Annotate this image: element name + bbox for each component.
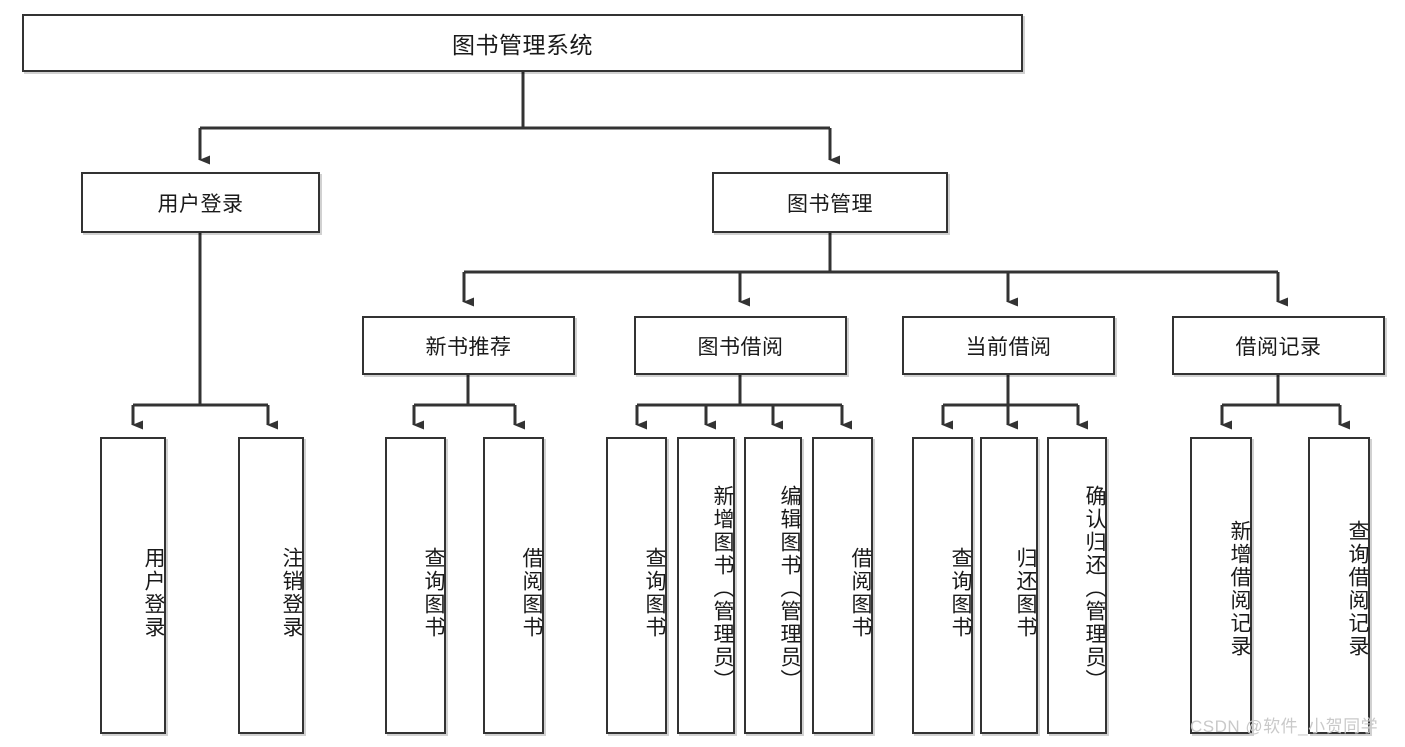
- node-label: 用户登录: [157, 192, 244, 216]
- node-label: 借阅记录: [1235, 335, 1322, 359]
- leaf-borrow-edit-book-admin[interactable]: 编辑图书（管理员）: [744, 437, 802, 734]
- node-new-book-recommend[interactable]: 新书推荐: [362, 316, 575, 375]
- node-label: 借阅图书: [849, 546, 872, 639]
- node-book-management[interactable]: 图书管理: [712, 172, 948, 233]
- leaf-borrow-query-book[interactable]: 查询图书: [606, 437, 667, 734]
- node-root-library-system[interactable]: 图书管理系统: [22, 14, 1023, 72]
- leaf-borrow-add-book-admin[interactable]: 新增图书（管理员）: [677, 437, 735, 734]
- leaf-user-login[interactable]: 用户登录: [100, 437, 166, 734]
- node-label: 图书借阅: [697, 335, 784, 359]
- node-label: 确认归还（管理员）: [1083, 485, 1106, 692]
- leaf-current-return-book[interactable]: 归还图书: [980, 437, 1038, 734]
- node-borrow-record[interactable]: 借阅记录: [1172, 316, 1385, 375]
- node-label: 查询借阅记录: [1346, 519, 1369, 658]
- leaf-recommend-borrow-book[interactable]: 借阅图书: [483, 437, 544, 734]
- node-label: 图书管理: [787, 192, 873, 216]
- leaf-current-confirm-return-admin[interactable]: 确认归还（管理员）: [1047, 437, 1107, 734]
- node-current-borrow[interactable]: 当前借阅: [902, 316, 1115, 375]
- node-label: 当前借阅: [965, 335, 1052, 359]
- node-label: 借阅图书: [520, 546, 543, 639]
- leaf-current-query-book[interactable]: 查询图书: [912, 437, 973, 734]
- node-label: 注销登录: [280, 546, 303, 639]
- node-label: 查询图书: [422, 546, 445, 639]
- leaf-record-query-borrow-record[interactable]: 查询借阅记录: [1308, 437, 1370, 734]
- csdn-watermark: CSDN @软件_小贺同学: [1190, 717, 1379, 736]
- node-user-login[interactable]: 用户登录: [81, 172, 320, 233]
- node-label: 图书管理系统: [452, 32, 593, 58]
- leaf-user-logout[interactable]: 注销登录: [238, 437, 304, 734]
- node-label: 查询图书: [643, 546, 666, 639]
- node-label: 归还图书: [1014, 546, 1037, 639]
- leaf-recommend-query-book[interactable]: 查询图书: [385, 437, 446, 734]
- node-book-borrow[interactable]: 图书借阅: [634, 316, 847, 375]
- node-label: 新增借阅记录: [1228, 519, 1251, 658]
- node-label: 新书推荐: [425, 335, 512, 359]
- node-label: 查询图书: [949, 546, 972, 639]
- leaf-borrow-borrow-book[interactable]: 借阅图书: [812, 437, 873, 734]
- leaf-record-add-borrow-record[interactable]: 新增借阅记录: [1190, 437, 1252, 734]
- node-label: 编辑图书（管理员）: [778, 485, 801, 692]
- node-label: 用户登录: [142, 546, 165, 639]
- node-label: 新增图书（管理员）: [711, 485, 734, 692]
